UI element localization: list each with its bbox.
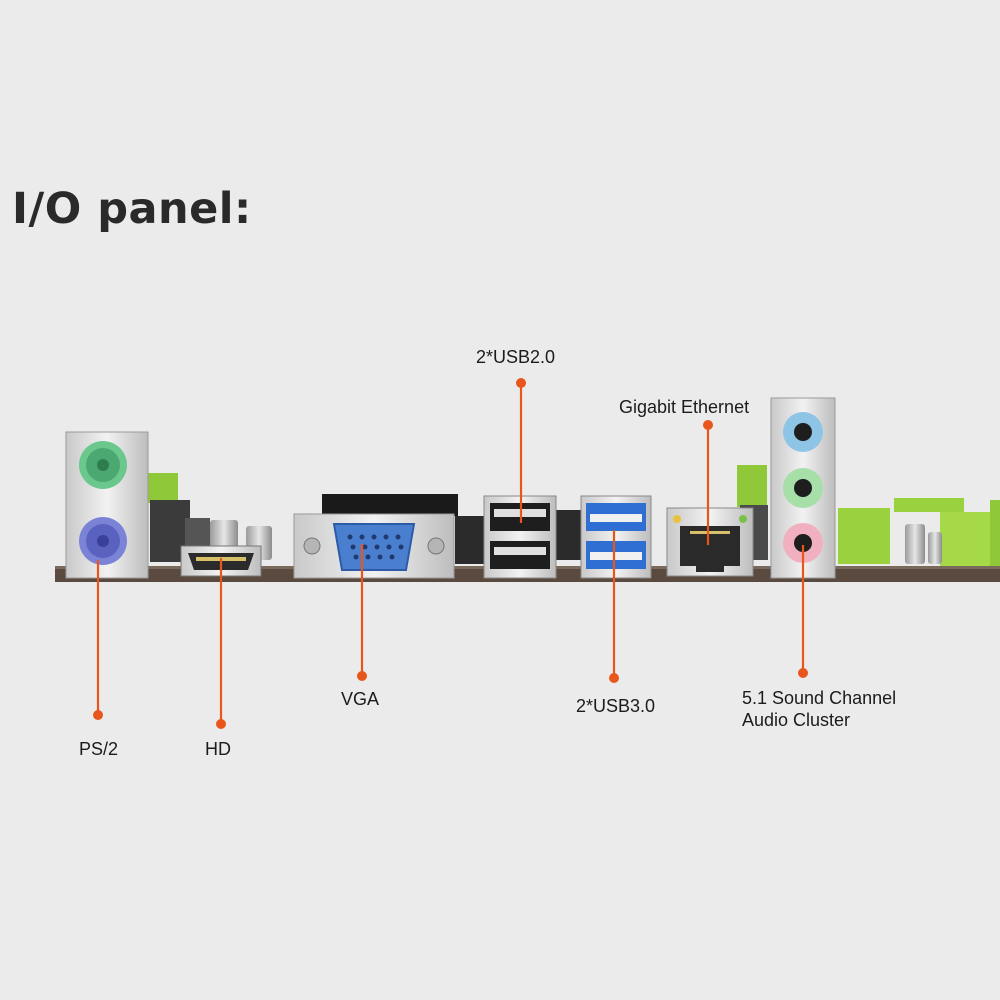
callout-vga xyxy=(357,544,367,681)
label-usb3: 2*USB3.0 xyxy=(576,696,656,716)
ethernet-port-icon xyxy=(666,507,754,577)
callout-usb3 xyxy=(609,530,619,683)
usb3-port-icon xyxy=(580,495,652,579)
page-title: I/O panel: xyxy=(12,184,252,234)
label-ps2: PS/2 xyxy=(79,739,119,759)
callout-ps2 xyxy=(93,560,103,720)
label-audio-line2: Audio Cluster xyxy=(742,710,851,730)
callout-audio xyxy=(798,545,808,678)
callout-ethernet xyxy=(703,420,713,545)
label-ethernet: Gigabit Ethernet xyxy=(619,397,750,417)
audio-jack-icon xyxy=(770,397,836,579)
label-usb2: 2*USB2.0 xyxy=(476,347,556,367)
label-audio-line1: 5.1 Sound Channel xyxy=(742,688,897,708)
vga-port-icon xyxy=(293,513,455,579)
usb2-port-icon xyxy=(483,495,557,579)
ps2-port-icon xyxy=(65,431,149,579)
callout-usb2 xyxy=(516,378,526,523)
label-vga: VGA xyxy=(341,689,380,709)
label-hd: HD xyxy=(205,739,231,759)
callout-hd xyxy=(216,558,226,729)
